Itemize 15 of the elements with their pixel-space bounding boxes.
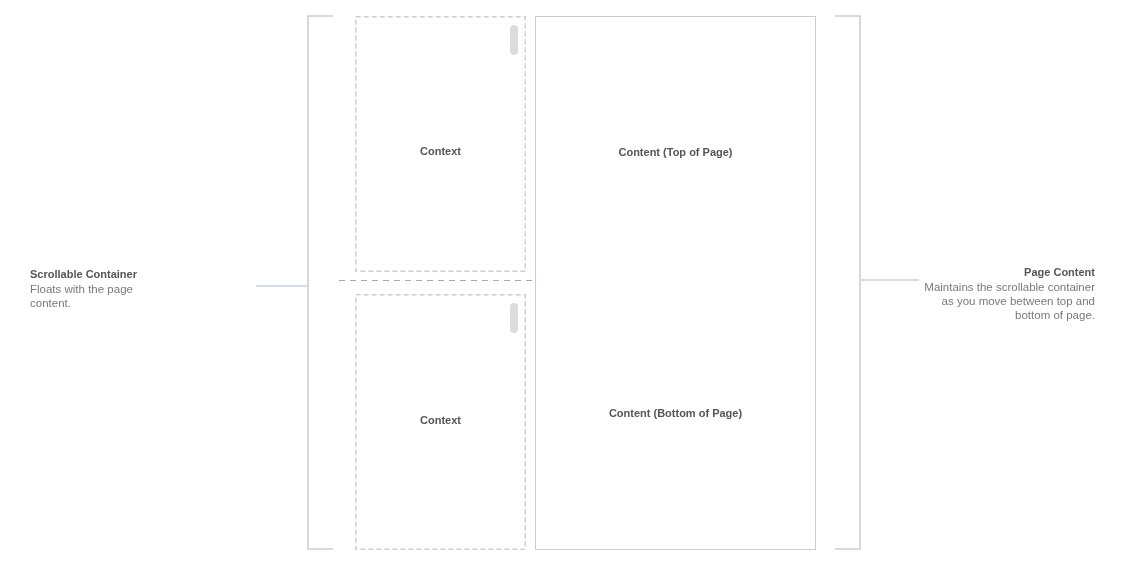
panel-label: Content (Bottom of Page): [608, 407, 743, 420]
annotation-title: Scrollable Container: [30, 267, 137, 281]
bracket: [835, 15, 861, 550]
annotation-title: Page Content: [1024, 265, 1095, 279]
context-panel: [355, 16, 526, 272]
annotation-text: Maintains the scrollable container as you move between top and bottom of page.: [923, 280, 1095, 322]
leader-line: [860, 279, 920, 281]
leader-line: [255, 285, 308, 287]
panel-label: Content (Top of Page): [618, 146, 733, 159]
panel-label: Context: [420, 414, 461, 427]
bracket: [307, 15, 333, 550]
context-panel: [355, 294, 526, 550]
annotation-text: Floats with the page content.: [30, 282, 134, 310]
panel-label: Context: [420, 145, 461, 158]
content-panel: [535, 16, 816, 550]
